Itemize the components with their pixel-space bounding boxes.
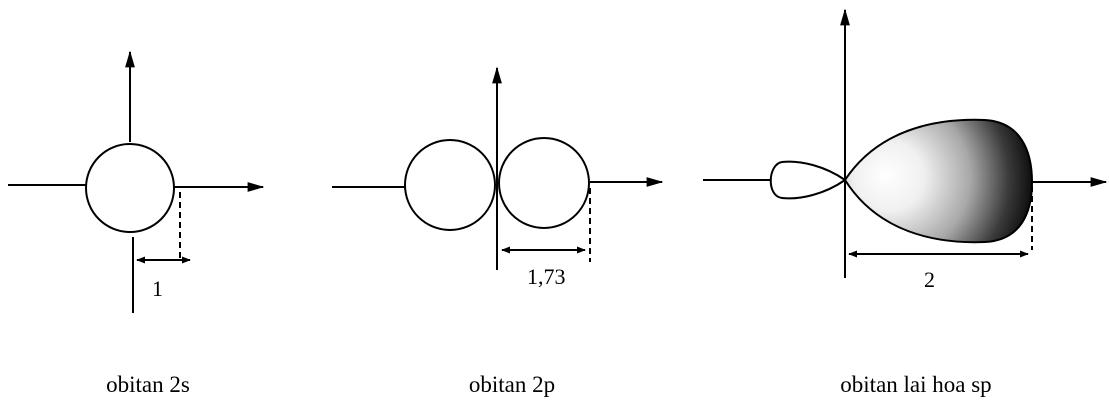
p-lobe-right xyxy=(499,138,589,228)
sp-small-lobe xyxy=(771,162,845,199)
panel-sp xyxy=(703,10,1106,278)
sp-large-lobe xyxy=(845,120,1032,242)
s-orbital-circle xyxy=(86,144,174,232)
caption-sp: obitan lai hoa sp xyxy=(840,372,991,397)
measure-2p: 1,73 xyxy=(527,264,566,289)
panel-2p xyxy=(332,68,662,270)
measure-2s: 1 xyxy=(152,276,163,301)
caption-2s: obitan 2s xyxy=(106,372,190,397)
measure-sp: 2 xyxy=(924,267,935,292)
p-lobe-left xyxy=(405,140,495,230)
panel-2s xyxy=(8,52,263,313)
caption-2p: obitan 2p xyxy=(469,372,555,397)
